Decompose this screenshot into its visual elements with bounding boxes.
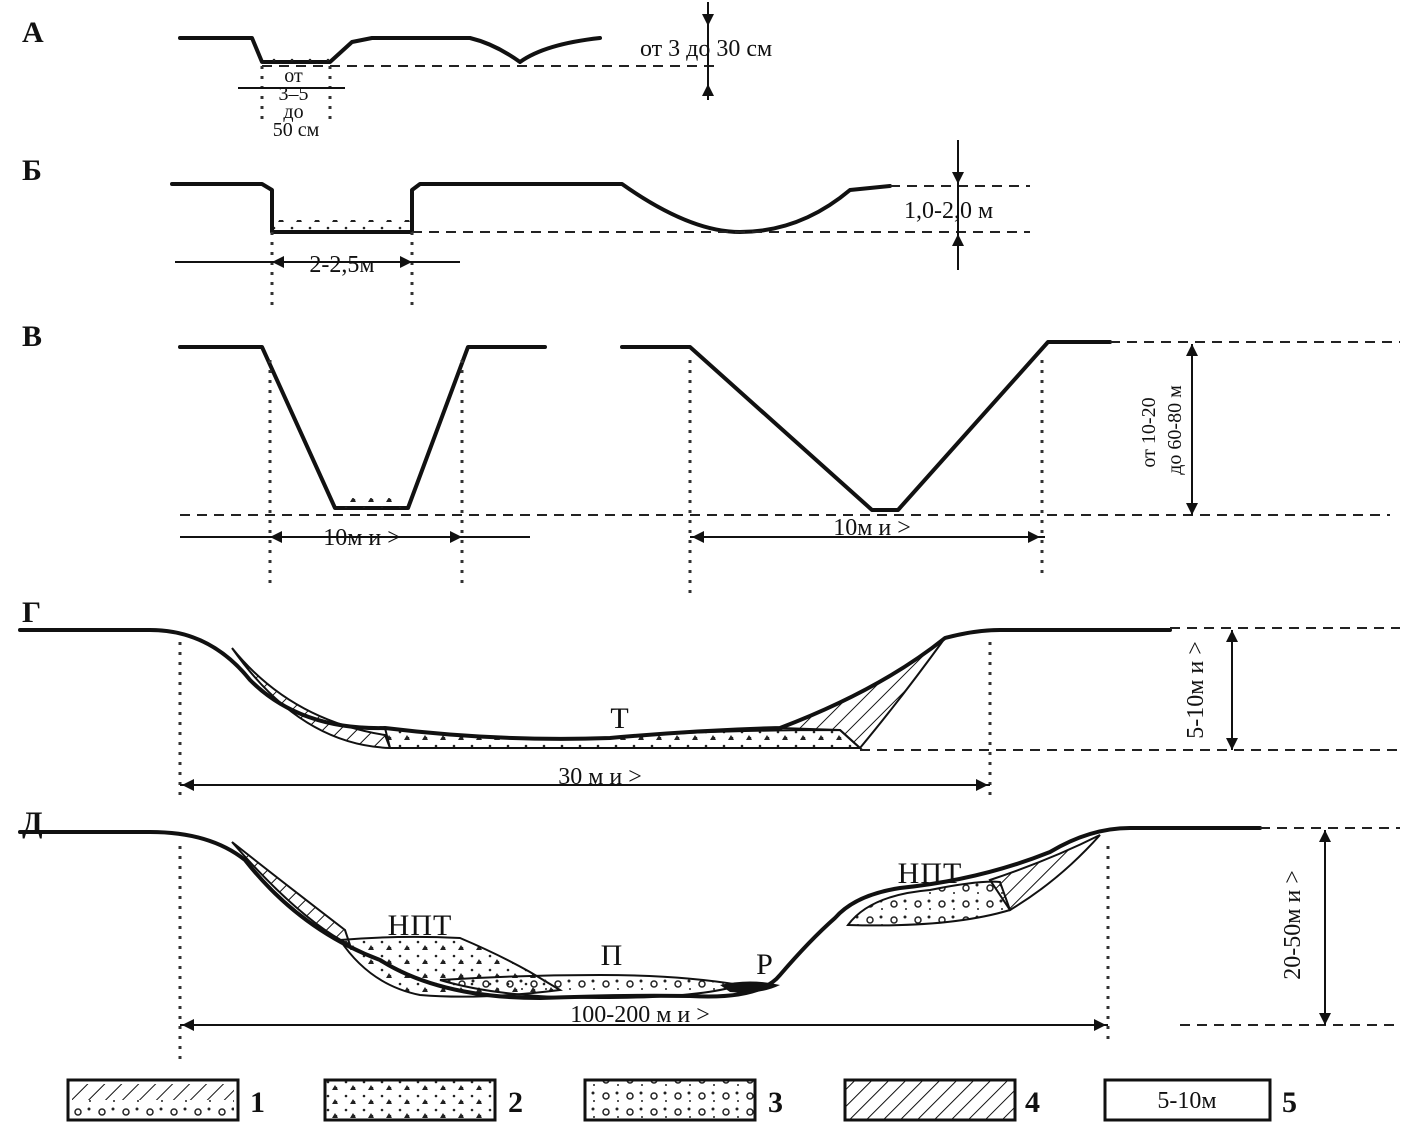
legend-item-5: 5-10м 5 bbox=[1103, 1078, 1297, 1122]
ground-profile-right bbox=[620, 340, 1112, 512]
legend-item-4: 4 bbox=[843, 1078, 1040, 1122]
depth-label: от 10-20 до 60-80 м bbox=[1138, 385, 1186, 475]
panel-d: Д НПТ НПТ П Р 100-200 м и > 20-50м и > bbox=[18, 806, 1400, 1060]
terrace-label: Т bbox=[610, 702, 629, 735]
panel-v: В 10м и > 10м и > от 10-20 до 60-80 м bbox=[22, 320, 1400, 600]
svg-text:2: 2 bbox=[508, 1086, 523, 1119]
svg-text:3: 3 bbox=[768, 1086, 783, 1119]
legend-item-3: 3 bbox=[583, 1078, 783, 1122]
depth-label: 5-10м и > bbox=[1183, 641, 1209, 739]
channel-label: Р bbox=[756, 948, 774, 981]
panel-letter: Д bbox=[22, 806, 43, 839]
width-label: 2-2,5м bbox=[309, 252, 374, 278]
width-label: от 3–5 до 50 см bbox=[273, 65, 320, 141]
svg-text:1: 1 bbox=[250, 1086, 265, 1119]
panel-letter: В bbox=[22, 320, 42, 353]
panel-a: А от 3–5 до 50 см от 3 до 30 см bbox=[22, 2, 772, 141]
panel-g: Г Т 30 м и > 5-10м и > bbox=[18, 596, 1400, 800]
ground-profile bbox=[178, 36, 602, 64]
terrace-left-label: НПТ bbox=[388, 909, 453, 942]
width-label-left: 10м и > bbox=[323, 525, 401, 551]
svg-text:5: 5 bbox=[1282, 1086, 1297, 1119]
depth-label: от 3 до 30 см bbox=[640, 36, 772, 62]
floodplain-label: П bbox=[601, 939, 624, 972]
panel-letter: Б bbox=[22, 154, 42, 187]
terrace-right-label: НПТ bbox=[898, 857, 963, 890]
svg-text:4: 4 bbox=[1025, 1086, 1040, 1119]
width-label-right: 10м и > bbox=[833, 515, 911, 541]
depth-label: 20-50м и > bbox=[1280, 870, 1306, 980]
ground-profile bbox=[18, 826, 1262, 1000]
ground-profile bbox=[18, 628, 1172, 741]
width-label: 30 м и > bbox=[558, 764, 642, 790]
legend-item-2: 2 bbox=[323, 1078, 523, 1122]
legend: 1 2 3 4 5-10м 5 bbox=[66, 1078, 1297, 1122]
svg-text:5-10м: 5-10м bbox=[1157, 1088, 1216, 1114]
panel-letter: А bbox=[22, 16, 44, 49]
ground-profile-left bbox=[178, 345, 547, 510]
depth-label: 1,0-2,0 м bbox=[904, 198, 993, 224]
panel-letter: Г bbox=[22, 596, 41, 629]
width-label: 100-200 м и > bbox=[570, 1002, 710, 1028]
ground-profile bbox=[170, 182, 892, 234]
panel-b: Б 2-2,5м 1,0-2,0 м bbox=[22, 140, 1030, 305]
legend-item-1: 1 bbox=[66, 1078, 265, 1122]
